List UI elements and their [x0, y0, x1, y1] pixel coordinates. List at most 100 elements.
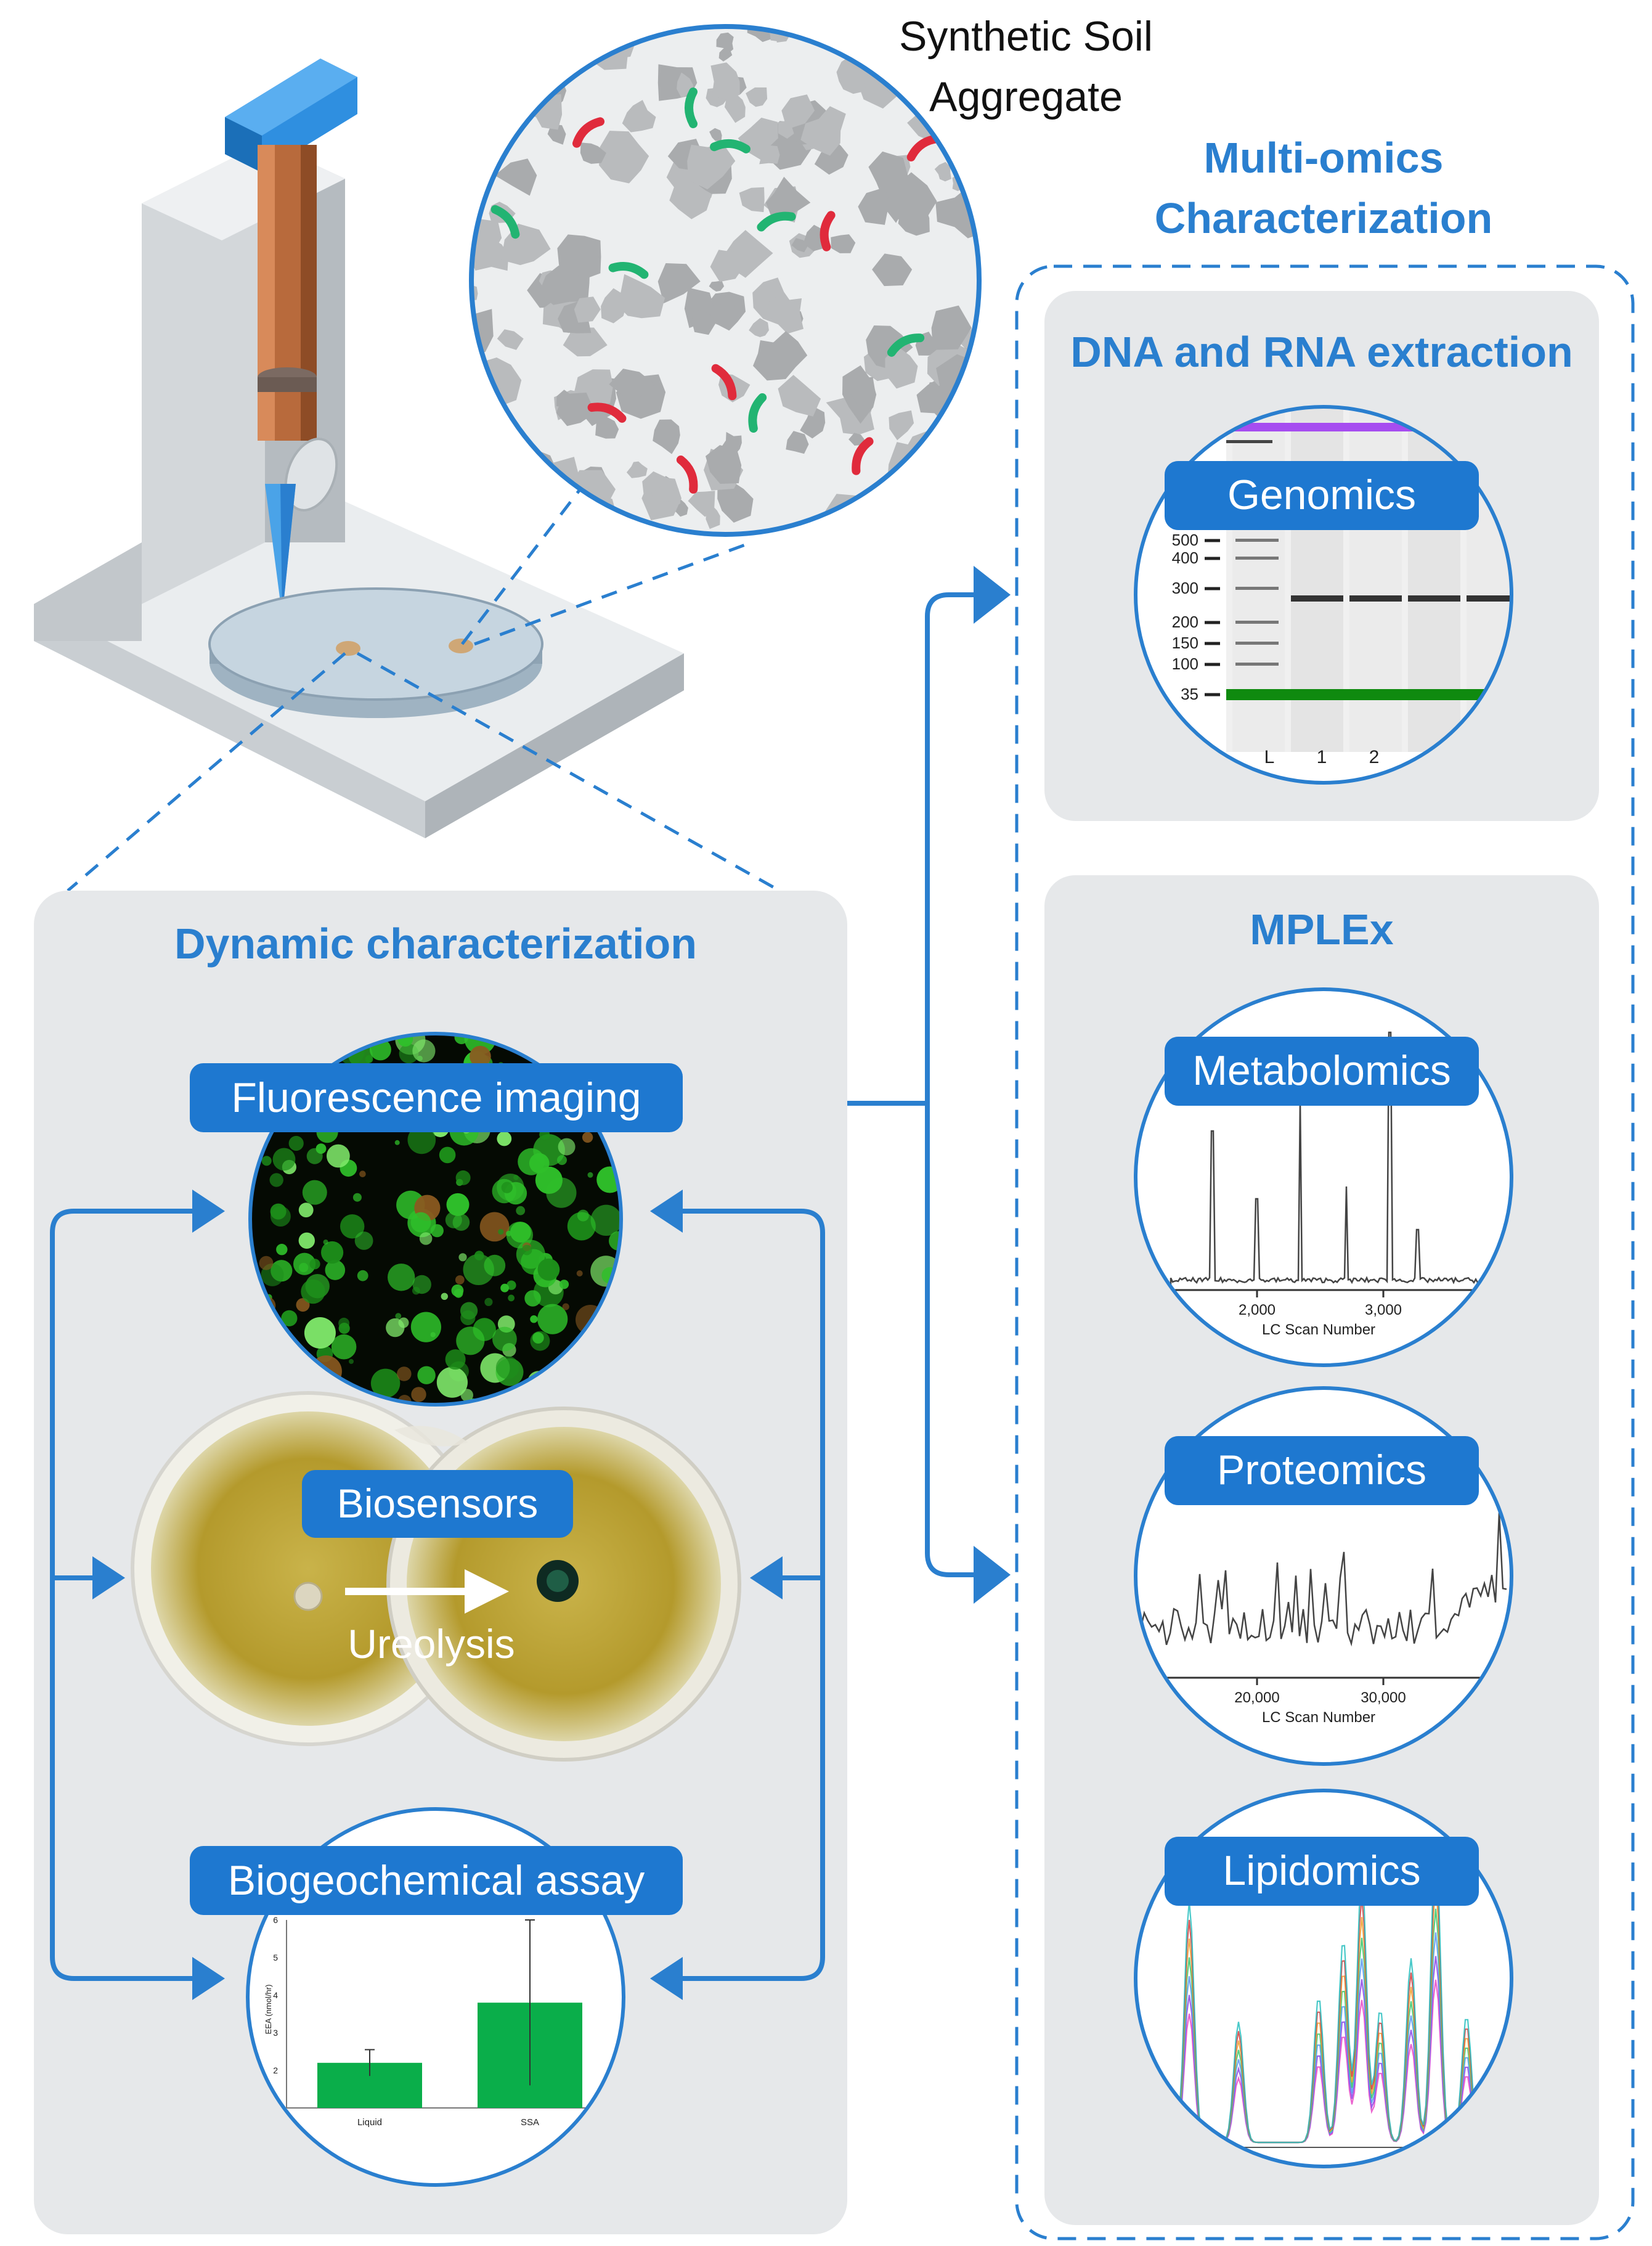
fluorescent-cell [455, 1275, 465, 1284]
fluorescent-cell [559, 1280, 569, 1289]
fluorescent-cell [365, 1055, 373, 1063]
fluorescent-cell [354, 1231, 373, 1250]
dynamic-title: Dynamic characterization [174, 920, 697, 968]
fluorescent-cell [590, 1204, 621, 1236]
soil-grain [563, 327, 608, 357]
fluorescent-cell [417, 1366, 436, 1384]
ureolysis-label: Ureolysis [348, 1621, 515, 1667]
metabolomics-trace [1170, 1031, 1479, 1285]
soil-grain [527, 46, 543, 61]
soil-grain [858, 506, 869, 523]
soil-grain [781, 94, 815, 129]
fluorescent-cell [298, 1203, 314, 1218]
fluorescent-cell [567, 1212, 596, 1241]
fluorescent-cell [315, 1143, 327, 1154]
proteomics-tick-label: 30,000 [1361, 1689, 1406, 1706]
soil-grain [609, 369, 655, 398]
soil-grain [720, 295, 736, 312]
soil-grain [687, 144, 736, 190]
soil-grain [917, 479, 956, 512]
fluorescent-cell [357, 1270, 368, 1281]
microbe-cell [587, 402, 627, 423]
soil-grain [739, 187, 765, 213]
fluorescent-cell [474, 1251, 484, 1260]
fluorescent-cell [501, 1182, 513, 1193]
fluorescent-cell [439, 1146, 456, 1164]
soil-grain [800, 106, 846, 156]
metabolomics-tick-label: 2,000 [1239, 1302, 1276, 1318]
soil-grain [471, 492, 501, 534]
fluorescent-cell [537, 1304, 568, 1334]
fluorescence-pill [190, 1063, 683, 1132]
fluorescent-cell [576, 1270, 583, 1276]
assay-y-label: EEA (nmol/hr) [264, 1985, 273, 2035]
genomics-label: Genomics [1227, 472, 1416, 518]
soil-grain [709, 128, 722, 141]
fluorescent-cell [436, 1366, 468, 1398]
ladder-size-label: 500 [1172, 531, 1198, 549]
fluorescent-cell [577, 1209, 589, 1222]
soil-grain [669, 178, 712, 219]
proteomics-tick-label: 20,000 [1234, 1689, 1279, 1706]
ladder-band [1235, 557, 1279, 560]
extraction-title: DNA and RNA extraction [1070, 328, 1573, 376]
soil-grain [724, 93, 746, 123]
proteomics-trace [1136, 1512, 1507, 1647]
connector-arrowheads [974, 566, 1011, 1604]
microbe-cell [852, 437, 874, 475]
ladder-band [1235, 621, 1279, 624]
assay-y-tick: 5 [273, 1953, 278, 1962]
lipidomics-label: Lipidomics [1223, 1847, 1420, 1894]
fluorescent-cell [270, 1203, 287, 1220]
fluorescent-cell [557, 1155, 567, 1166]
fluorescent-cell [587, 1172, 593, 1178]
soil-grain [885, 346, 918, 389]
soil-grain [931, 305, 972, 350]
fluorescent-cell [370, 1368, 401, 1398]
soil-grain [574, 296, 601, 323]
gel-lane-label: 1 [1317, 747, 1327, 767]
sample-band [1349, 595, 1402, 602]
soil-grain [688, 491, 715, 517]
soil-grain [717, 482, 754, 523]
assay-pill [190, 1846, 683, 1915]
fluorescent-cell [530, 1315, 538, 1323]
microbe-cell [490, 205, 520, 239]
fluorescent-cell [419, 1232, 433, 1245]
ladder-band [1226, 440, 1272, 443]
ladder-size-label: 150 [1172, 634, 1198, 652]
soil-grain [691, 309, 717, 335]
microbe-cell [685, 88, 698, 128]
soil-grain [497, 329, 524, 350]
soil-grain [803, 224, 826, 251]
soil-grain [778, 375, 821, 417]
fluorescence-label: Fluorescence imaging [231, 1074, 641, 1121]
soil-grain [766, 296, 804, 334]
assay-label: Biogeochemical assay [228, 1857, 645, 1904]
soil-grain [889, 410, 914, 441]
soil-aggregate-magnifier [469, 24, 982, 537]
soil-grain [477, 65, 506, 92]
fluorescent-cell [479, 1212, 510, 1242]
fluorescent-cell [276, 1244, 288, 1256]
fluorescent-cell [331, 1334, 357, 1360]
fluorescent-cell [352, 1193, 362, 1202]
lipidomics-pill [1165, 1837, 1479, 1906]
soil-grain [531, 506, 558, 534]
fluorescent-cell [281, 1310, 298, 1326]
soil-grain [885, 172, 937, 221]
fluorescent-cell [269, 1173, 283, 1187]
fluorescent-cell [470, 1045, 491, 1068]
soil-grain [831, 234, 856, 253]
soil-grain [786, 431, 809, 454]
fluorescent-cell [521, 1244, 532, 1256]
fluorescent-cell [299, 1262, 309, 1273]
fluorescent-cell [397, 1366, 412, 1381]
soil-grain [718, 48, 733, 62]
fluorescent-cell [301, 1279, 325, 1304]
fluorescent-cell [452, 1214, 470, 1231]
feedback-loops [50, 1209, 825, 1981]
soil-grain [595, 415, 619, 439]
fluorescent-cell [386, 1318, 405, 1337]
fluorescent-cell [288, 1135, 304, 1151]
